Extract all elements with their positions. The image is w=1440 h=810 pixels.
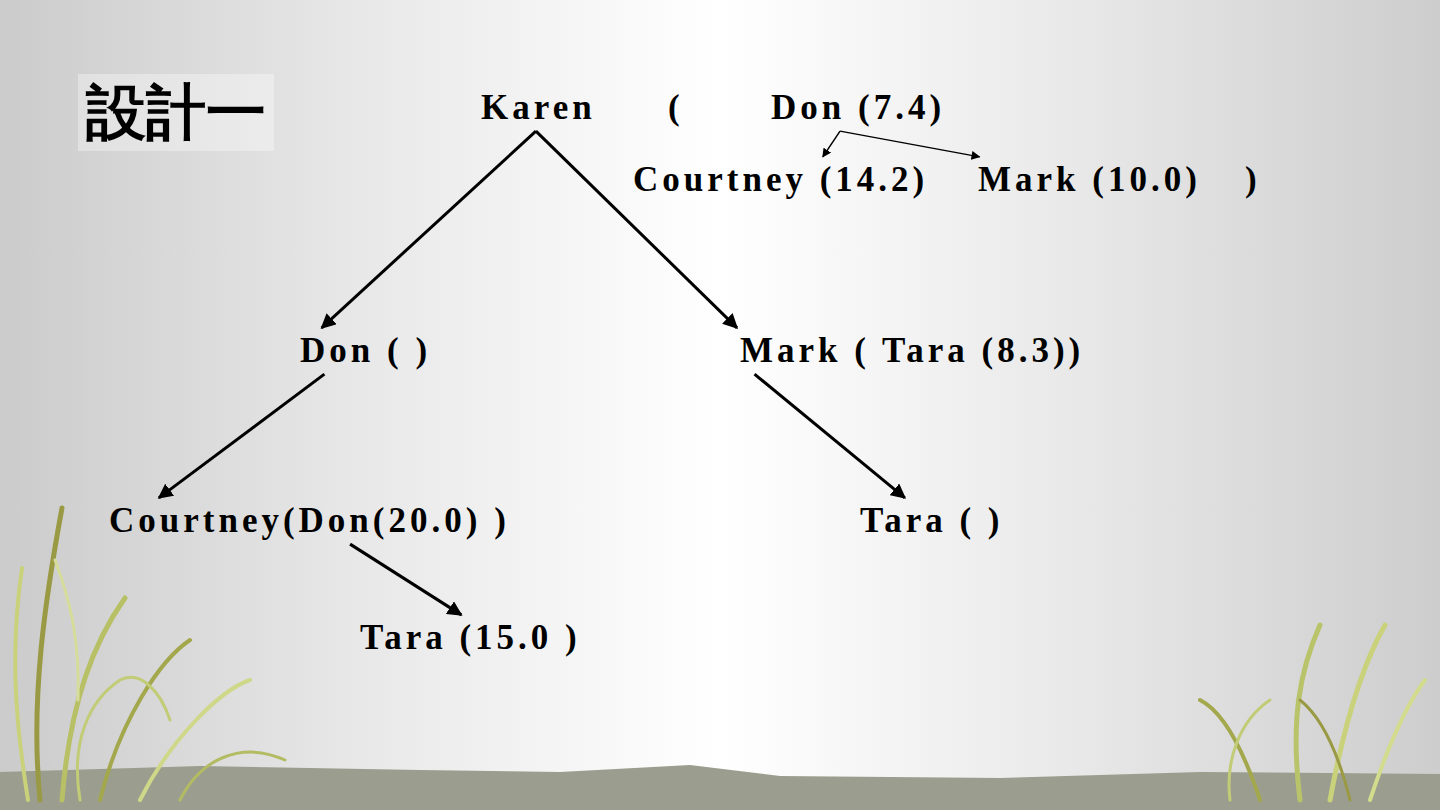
tree-arrow (322, 131, 536, 328)
node-text: Don ( ) (300, 331, 431, 371)
node-text: Mark (10.0) (978, 160, 1201, 200)
ground-band (0, 765, 1440, 810)
grass-blade (37, 508, 62, 800)
node-text: Karen (481, 88, 596, 128)
node-text: Mark ( Tara (8.3)) (740, 331, 1084, 371)
tree-arrow (350, 544, 461, 615)
node-text: Tara ( ) (860, 501, 1003, 541)
tree-node: Courtney (14.2) (630, 158, 931, 202)
node-text: Don (7.4) (771, 88, 945, 128)
tree-node: Tara ( ) (857, 499, 1006, 543)
bracket-text: ( (668, 88, 680, 128)
tree-node: Don (7.4) (768, 86, 948, 130)
grass-blade (1229, 700, 1270, 800)
node-text: Tara (15.0 ) (360, 618, 581, 658)
tree-arrow (159, 374, 325, 498)
grass-blade (55, 560, 78, 700)
tree-arrow (755, 374, 905, 498)
slide-title: 設計一 (78, 74, 274, 151)
grass-blade (1330, 625, 1385, 800)
grass-blade (140, 680, 250, 800)
node-text: Courtney (14.2) (633, 160, 928, 200)
tree-node: Mark (10.0) (975, 158, 1204, 202)
tree-node: Mark ( Tara (8.3)) (737, 329, 1087, 373)
grass-blade (1296, 625, 1320, 800)
grass-right (1200, 625, 1425, 800)
tree-arrow (840, 131, 980, 157)
tree-node: Tara (15.0 ) (357, 616, 584, 660)
tree-node: Karen (478, 86, 599, 130)
tree-node: Courtney(Don(20.0) ) (106, 499, 513, 543)
node-text: Courtney(Don(20.0) ) (109, 501, 510, 541)
grass-blade (62, 598, 125, 800)
bracket-text: ) (1245, 160, 1257, 200)
grass-blade (77, 677, 170, 800)
grass-blade (15, 568, 28, 800)
grass-blade (180, 752, 285, 800)
tree-arrow (823, 131, 840, 157)
grass-blade (100, 640, 190, 800)
grass-blade (1370, 680, 1425, 800)
grass-left (15, 508, 285, 800)
grass-blade (1300, 700, 1350, 800)
tree-node: Don ( ) (297, 329, 434, 373)
